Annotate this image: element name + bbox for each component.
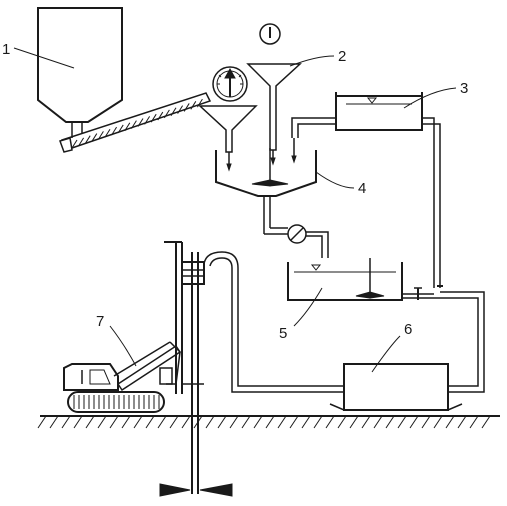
- hatch-line: [337, 415, 347, 429]
- hatch-line: [229, 415, 239, 429]
- hatch-line: [104, 128, 111, 138]
- hatch-line: [301, 415, 311, 429]
- hatch-line: [73, 415, 83, 429]
- hatch-line: [124, 122, 131, 132]
- hatch-line: [397, 415, 407, 429]
- label-7-group: 7: [96, 313, 137, 367]
- hatch-line: [111, 126, 118, 136]
- hatch-line: [445, 415, 455, 429]
- hatch-line: [133, 415, 143, 429]
- hatch-line: [170, 107, 177, 117]
- hatch-line: [289, 415, 299, 429]
- dial-gauge-icon: [259, 23, 281, 45]
- label-5-group: 5: [279, 287, 323, 342]
- hatch-line: [481, 415, 491, 429]
- high-pressure-hose: [209, 257, 344, 393]
- label-1-group: 1: [2, 41, 75, 69]
- hatch-line: [421, 415, 431, 429]
- screw-flights: [71, 98, 203, 149]
- hatch-line: [84, 135, 91, 144]
- hatch-line: [205, 415, 215, 429]
- hatch-line: [37, 415, 47, 429]
- label-6: 6: [404, 321, 412, 338]
- label-5: 5: [279, 325, 287, 342]
- ground-hatching: [37, 415, 491, 429]
- drilling-rig: [63, 241, 233, 497]
- hatch-line: [457, 415, 467, 429]
- track-links: [73, 395, 160, 409]
- hatch-line: [109, 415, 119, 429]
- water-tank: [335, 92, 423, 131]
- hatch-line: [137, 118, 144, 127]
- hopper: [37, 7, 123, 138]
- hatch-line: [78, 137, 85, 147]
- label-6-group: 6: [371, 321, 412, 373]
- label-1: 1: [2, 41, 10, 58]
- hatch-line: [91, 133, 98, 142]
- hatch-line: [313, 415, 323, 429]
- hatch-line: [71, 139, 78, 149]
- hatch-line: [177, 105, 184, 114]
- hatch-line: [61, 415, 71, 429]
- hatch-line: [190, 101, 197, 110]
- hatch-line: [277, 415, 287, 429]
- hatch-line: [361, 415, 371, 429]
- hatch-line: [183, 103, 190, 112]
- inlet-nozzles: [226, 138, 297, 172]
- slurry-pipe-to-pump: [440, 291, 485, 393]
- label-7: 7: [96, 313, 104, 330]
- label-4: 4: [358, 180, 366, 197]
- hatch-line: [373, 415, 383, 429]
- hatch-line: [97, 131, 104, 140]
- hatch-line: [469, 415, 479, 429]
- hatch-line: [130, 120, 137, 129]
- hatch-line: [157, 415, 167, 429]
- valve-icon: [414, 285, 443, 300]
- hatch-line: [325, 415, 335, 429]
- label-3: 3: [460, 80, 468, 97]
- hatch-line: [97, 415, 107, 429]
- cement-funnel: [198, 105, 258, 153]
- hatch-line: [121, 415, 131, 429]
- hatch-line: [433, 415, 443, 429]
- hatch-line: [409, 415, 419, 429]
- ground-surface: [37, 415, 500, 429]
- hatch-line: [144, 116, 151, 125]
- hatch-line: [117, 124, 124, 134]
- grout-pump: [329, 363, 463, 411]
- hatch-line: [49, 415, 59, 429]
- hatch-line: [145, 415, 155, 429]
- hatch-line: [85, 415, 95, 429]
- water-return-pipe: [422, 117, 435, 288]
- screw-conveyor: [59, 92, 212, 153]
- label-2: 2: [338, 48, 346, 65]
- hatch-line: [385, 415, 395, 429]
- hatch-line: [157, 111, 164, 121]
- hatch-line: [181, 415, 191, 429]
- hatch-line: [150, 113, 157, 123]
- hatch-line: [349, 415, 359, 429]
- hatch-line: [253, 415, 263, 429]
- label-2-group: 2: [289, 48, 346, 67]
- pressure-gauge-icon: [212, 66, 248, 102]
- hatch-line: [241, 415, 251, 429]
- additive-funnel: [246, 63, 302, 151]
- label-4-group: 4: [315, 171, 366, 197]
- hatch-line: [217, 415, 227, 429]
- label-3-group: 3: [403, 80, 468, 109]
- hatch-line: [265, 415, 275, 429]
- water-pipe-to-mixer: [291, 117, 336, 138]
- flowmeter-icon: [287, 224, 307, 244]
- mixer-tank: [215, 148, 317, 234]
- hatch-line: [196, 98, 203, 108]
- slurry-tank: [287, 258, 403, 301]
- hatch-line: [169, 415, 179, 429]
- hatch-line: [163, 109, 170, 119]
